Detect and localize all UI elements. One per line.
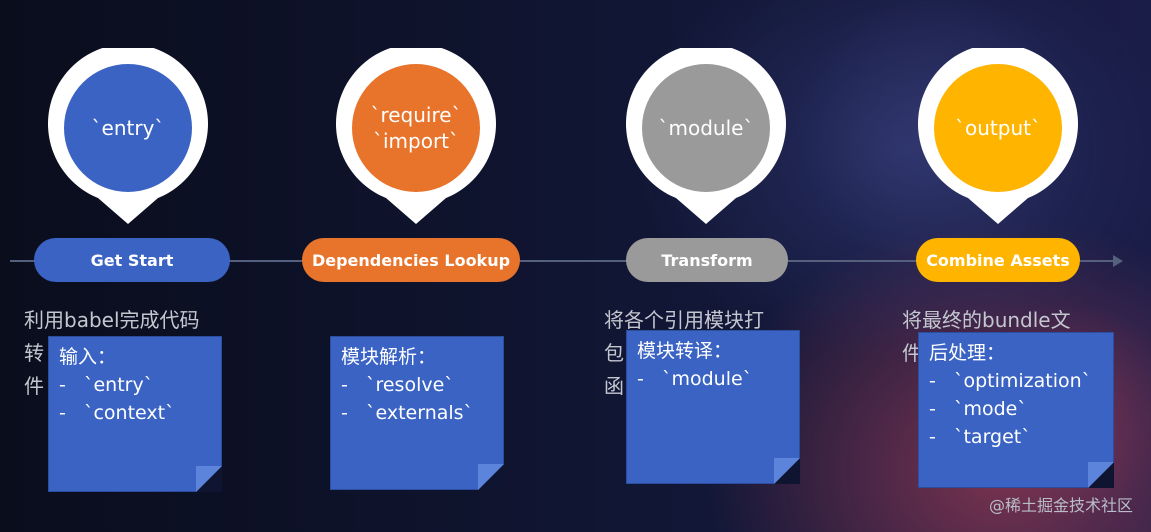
background-text: 将最终的bundle文 件 (902, 308, 1071, 365)
sticky-note-module-resolution: 模块解析： - `resolve` - `externals` (330, 336, 504, 490)
stage-label: Dependencies Lookup (311, 250, 511, 270)
stage-combine-assets: Combine Assets (916, 238, 1080, 282)
sticky-note-module-transpile: 模块转译： - `module` (626, 330, 800, 484)
map-pin-icon (48, 48, 208, 224)
sticky-note-post-processing: 后处理： - `optimization` - `mode` - `target… (918, 332, 1114, 488)
pin-label: `require` `import` (370, 103, 462, 153)
note-item: - `optimization` (929, 370, 1092, 392)
note-item: - `externals` (341, 402, 474, 424)
note-item: - `module` (637, 368, 753, 390)
pin-entry: `entry` (48, 48, 208, 224)
note-item: - `resolve` (341, 374, 454, 396)
map-pin-icon (336, 48, 496, 224)
pin-module: `module` (626, 48, 786, 224)
page-fold-icon (774, 458, 800, 484)
note-item: - `target` (929, 426, 1031, 448)
background-text: 将各个引用模块打 包 函 (604, 308, 764, 398)
page-fold-icon (196, 466, 222, 492)
pin-require-import: `require` `import` (336, 48, 496, 224)
stage-get-start: Get Start (34, 238, 230, 282)
map-pin-icon (626, 48, 786, 224)
pin-label: `entry` (91, 116, 165, 140)
note-title: 后处理： (929, 342, 1006, 364)
note-title: 模块解析： (341, 346, 437, 368)
pin-label: `output` (955, 116, 1041, 140)
map-pin-icon (918, 48, 1078, 224)
timeline-line (10, 260, 1121, 262)
note-item: - `entry` (59, 374, 154, 396)
page-fold-icon (478, 464, 504, 490)
note-title: 模块转译： (637, 340, 733, 362)
stage-label: Transform (661, 250, 753, 270)
pin-output: `output` (918, 48, 1078, 224)
page-fold-icon (1088, 462, 1114, 488)
background-text: 利用babel完成代码 转 件 (24, 308, 200, 398)
timeline-arrow-icon (1113, 255, 1123, 267)
sticky-note-input: 输入： - `entry` - `context` (48, 336, 222, 492)
note-title: 输入： (59, 346, 117, 368)
stage-dependencies-lookup: Dependencies Lookup (302, 238, 520, 282)
pin-label: `module` (658, 116, 754, 140)
stage-label: Combine Assets (926, 250, 1070, 270)
note-item: - `mode` (929, 398, 1027, 420)
watermark: @稀土掘金技术社区 (988, 496, 1133, 515)
stage-label: Get Start (90, 250, 174, 270)
stage-transform: Transform (626, 238, 788, 282)
note-item: - `context` (59, 402, 175, 424)
